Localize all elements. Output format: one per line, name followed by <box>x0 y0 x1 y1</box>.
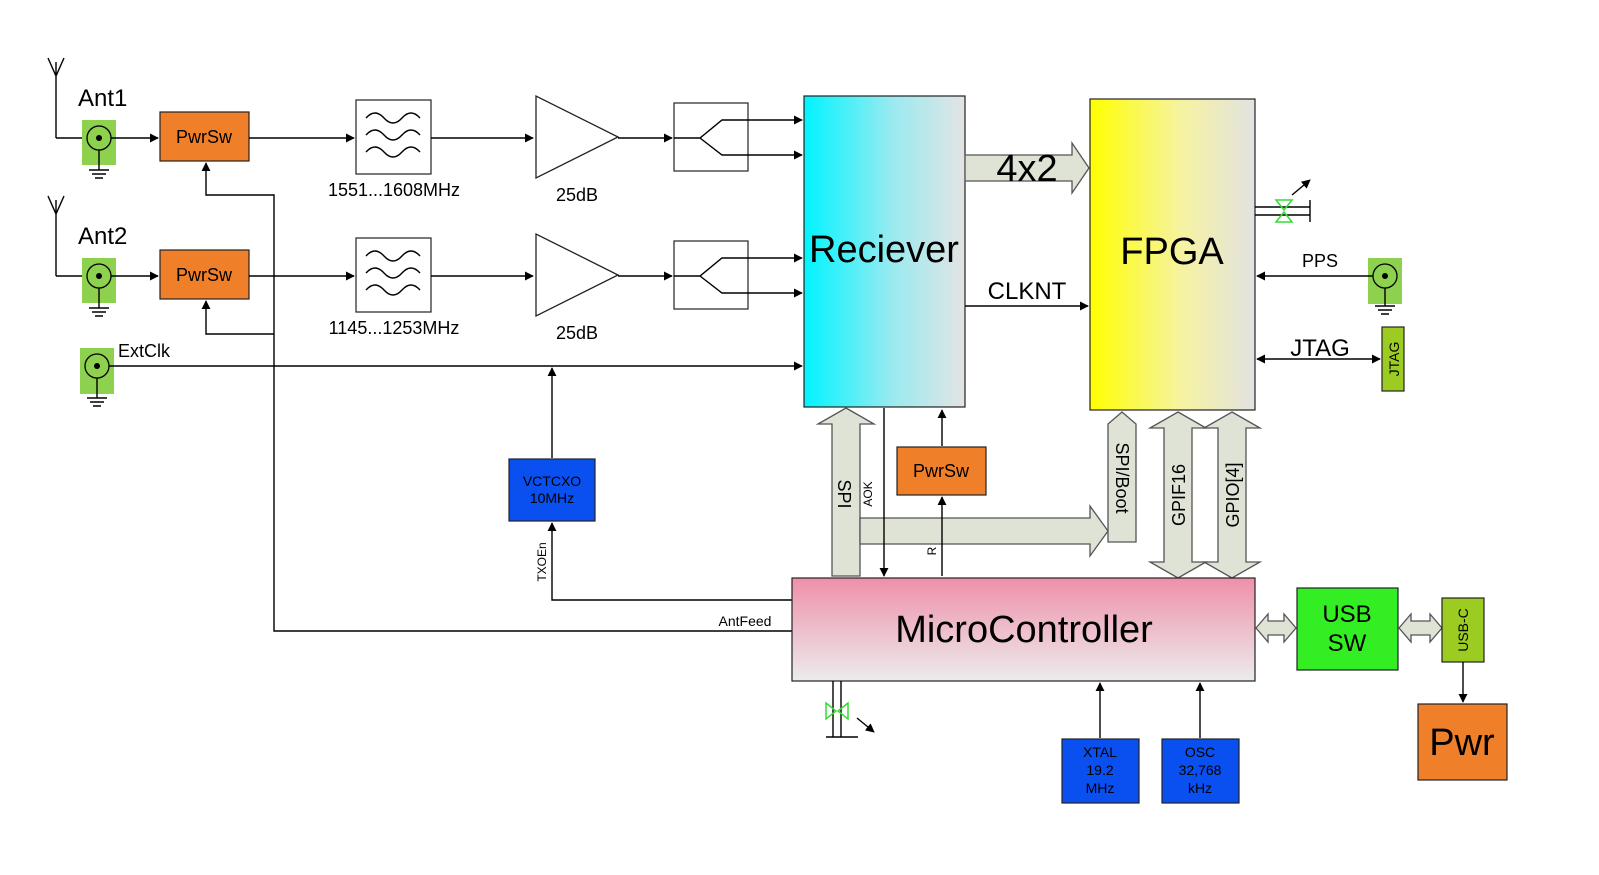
spi-boot-bus-arrow <box>859 503 1109 559</box>
block-label: USB <box>1322 601 1371 628</box>
pwrsw-2: PwrSw <box>159 249 250 300</box>
extclk-connector <box>80 348 114 407</box>
antfeed-label: AntFeed <box>719 613 772 629</box>
jtag-label: JTAG <box>1290 335 1350 362</box>
block-label: PwrSw <box>176 127 233 147</box>
block-label: 19.2 <box>1086 762 1113 778</box>
block-label: FPGA <box>1120 231 1224 273</box>
ant1-connector <box>82 120 116 179</box>
ant2-label: Ant2 <box>78 223 127 250</box>
pps-connector <box>1368 258 1402 315</box>
xtal-block: XTAL 19.2 MHz <box>1061 738 1140 804</box>
gpio4-label: GPIO[4] <box>1223 462 1243 527</box>
ant1-label: Ant1 <box>78 85 127 112</box>
antenna-1-symbol <box>47 57 82 139</box>
fpga-led-icon <box>1255 179 1311 223</box>
clknt-label: CLKNT <box>988 278 1067 305</box>
usb-sw-block: USB SW <box>1296 587 1399 671</box>
extclk-label: ExtClk <box>118 341 171 361</box>
usb-sw-usbc-bus-arrow <box>1398 612 1443 644</box>
gpif16-label: GPIF16 <box>1169 464 1189 526</box>
block-label: USB-C <box>1455 608 1471 652</box>
block-label: Pwr <box>1429 722 1495 764</box>
block-label: VCTCXO <box>523 473 581 489</box>
block-label: Reciever <box>809 229 959 271</box>
ant2-connector <box>82 258 116 317</box>
bus-4x2-arrow <box>964 140 1090 196</box>
receiver-block: Reciever <box>803 95 966 408</box>
spi-boot-vertical <box>1107 411 1137 543</box>
pwrsw-receiver: PwrSw <box>896 446 987 496</box>
block-label: 10MHz <box>530 490 574 506</box>
splitter-1 <box>673 102 749 172</box>
filter-2-label: 1145...1253MHz <box>329 318 460 338</box>
block-label: kHz <box>1188 780 1212 796</box>
mcu-led-icon <box>825 681 875 738</box>
block-label: OSC <box>1185 744 1215 760</box>
fpga-block: FPGA <box>1089 98 1256 411</box>
block-label: SW <box>1328 630 1367 657</box>
vctcxo-block: VCTCXO 10MHz <box>508 458 596 522</box>
bandpass-filter-2 <box>355 237 432 313</box>
txoen-label: TXOEn <box>535 542 549 581</box>
mcu-usb-bus-arrow <box>1255 612 1297 644</box>
gain-2-label: 25dB <box>556 323 598 343</box>
pps-label: PPS <box>1302 251 1338 271</box>
usbc-connector: USB-C <box>1441 597 1485 663</box>
amplifier-2 <box>535 232 620 318</box>
filter-1-label: 1551...1608MHz <box>328 180 460 200</box>
block-label: 32,768 <box>1179 762 1222 778</box>
microcontroller-block: MicroController <box>791 577 1256 682</box>
osc-block: OSC 32,768 kHz <box>1161 738 1240 804</box>
rst-label: R <box>925 546 939 555</box>
antenna-2-symbol <box>47 195 82 277</box>
gain-1-label: 25dB <box>556 185 598 205</box>
block-label: MHz <box>1086 780 1115 796</box>
bus-4x2-label: 4x2 <box>996 148 1057 190</box>
bandpass-filter-1 <box>355 99 432 175</box>
jtag-connector: JTAG <box>1381 326 1405 392</box>
block-label: MicroController <box>895 609 1153 651</box>
aok-label: AOK <box>861 481 875 506</box>
splitter-2 <box>673 240 749 310</box>
block-label: PwrSw <box>913 461 970 481</box>
amplifier-1 <box>535 94 620 180</box>
pwrsw-1: PwrSw <box>159 111 250 162</box>
spi-boot-label: SPI/Boot <box>1112 442 1132 513</box>
spi-label: SPI <box>834 479 854 508</box>
pwr-block: Pwr <box>1417 703 1508 781</box>
block-label: JTAG <box>1386 342 1402 377</box>
block-label: PwrSw <box>176 265 233 285</box>
block-label: XTAL <box>1083 744 1117 760</box>
